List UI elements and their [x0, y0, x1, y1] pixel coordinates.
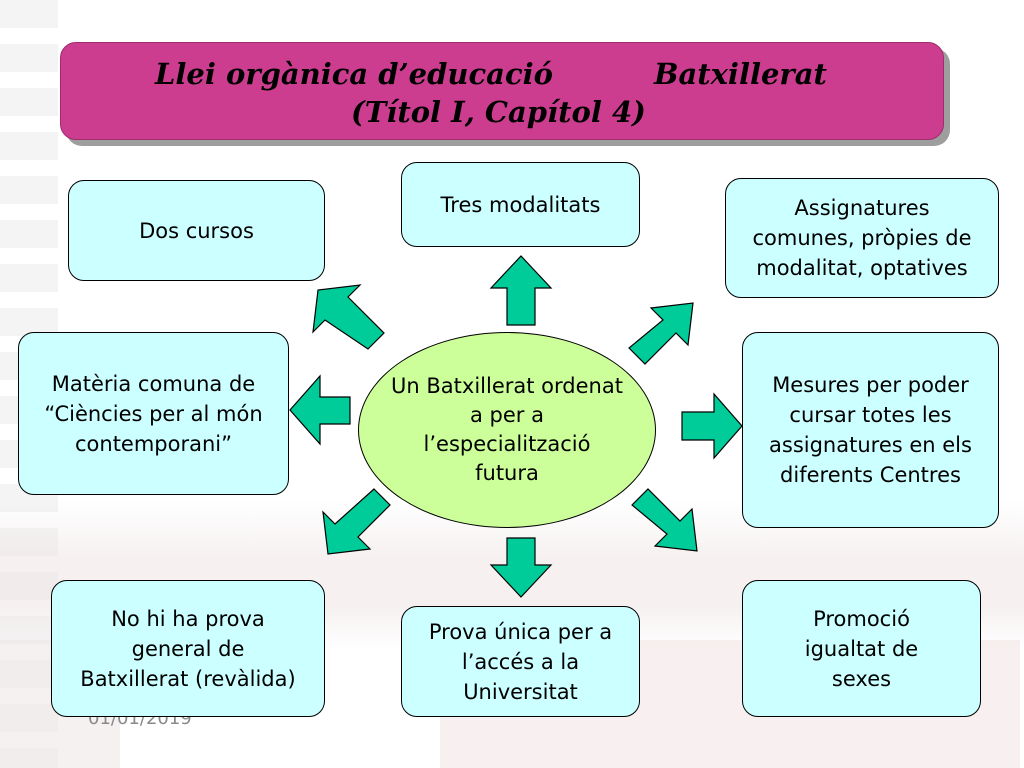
arrow-up-right	[628, 302, 694, 365]
title-banner: Llei orgànica d’educació Batxillerat (Tí…	[60, 42, 944, 140]
title-line-1: Llei orgànica d’educació Batxillerat	[61, 57, 943, 91]
arrow-up	[489, 255, 553, 326]
center-ellipse: Un Batxillerat ordenat a per a l’especia…	[358, 332, 656, 528]
node-promocio: Promoció igualtat de sexes	[742, 580, 981, 717]
title-law: Llei orgànica d’educació	[155, 57, 553, 91]
title-line-2: (Títol I, Capítol 4)	[351, 95, 646, 129]
node-mesures: Mesures per poder cursar totes les assig…	[742, 332, 999, 528]
node-tres-modalitats: Tres modalitats	[401, 162, 640, 247]
node-prova-unica: Prova única per a l’accés a la Universit…	[401, 606, 640, 717]
arrow-up-left	[312, 284, 385, 350]
node-dos-cursos: Dos cursos	[68, 180, 325, 281]
arrow-left	[289, 374, 351, 446]
node-materia-comuna: Matèria comuna de “Ciències per al món c…	[18, 332, 289, 495]
arrow-down	[489, 537, 553, 598]
arrow-down-left	[322, 488, 391, 555]
title-batxillerat: Batxillerat	[653, 57, 827, 91]
arrow-right	[681, 392, 743, 460]
node-no-prova: No hi ha prova general de Batxillerat (r…	[51, 580, 325, 717]
node-assignatures: Assignatures comunes, pròpies de modalit…	[725, 178, 999, 298]
arrow-down-right	[631, 488, 698, 552]
